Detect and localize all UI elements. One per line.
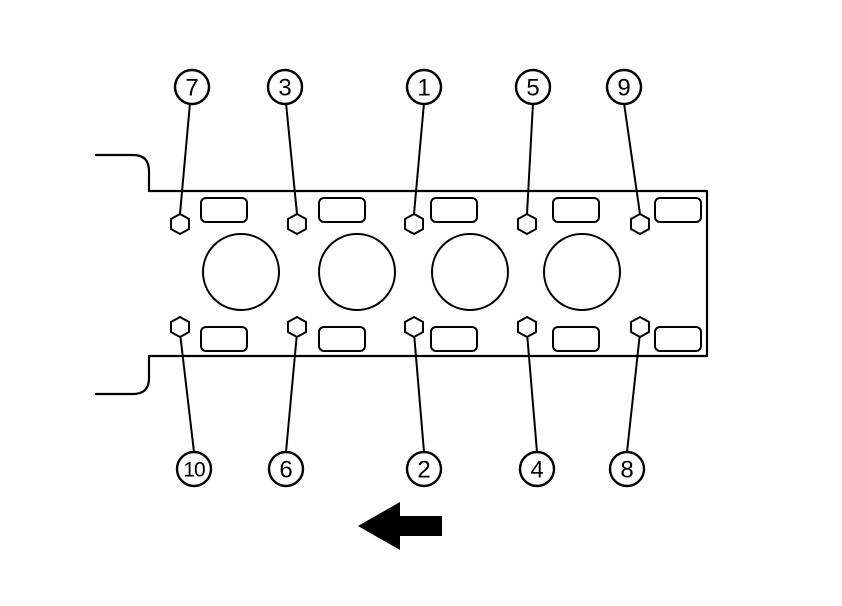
sequence-number: 4 xyxy=(530,457,543,484)
sequence-number: 9 xyxy=(617,75,630,102)
bolt-head xyxy=(517,212,537,236)
sequence-badge-2: 2 xyxy=(405,450,443,488)
sequence-badge-3: 3 xyxy=(266,68,304,106)
bolt-head xyxy=(517,315,537,339)
bolt-head xyxy=(170,212,190,236)
bolt-head xyxy=(404,315,424,339)
sequence-number: 1 xyxy=(417,75,430,102)
sequence-number: 2 xyxy=(417,457,430,484)
sequence-badge-4: 4 xyxy=(518,450,556,488)
upper-ports xyxy=(200,197,702,223)
bolt-head xyxy=(630,315,650,339)
sequence-number: 6 xyxy=(279,457,292,484)
cylinder-bore xyxy=(318,233,396,311)
sequence-badge-7: 7 xyxy=(173,68,211,106)
cylinder-bore xyxy=(431,233,509,311)
sequence-number: 7 xyxy=(185,75,198,102)
sequence-badge-5: 5 xyxy=(514,68,552,106)
sequence-number: 10 xyxy=(183,459,205,482)
lower-ports xyxy=(200,326,702,352)
bolt-heads xyxy=(170,212,650,339)
sequence-badge-8: 8 xyxy=(608,450,646,488)
left-arrow-icon xyxy=(358,502,442,550)
cylinder-bore xyxy=(202,233,280,311)
sequence-number: 5 xyxy=(526,75,539,102)
bolt-head xyxy=(630,212,650,236)
sequence-number: 3 xyxy=(278,75,291,102)
sequence-badge-6: 6 xyxy=(267,450,305,488)
sequence-badge-10: 10 xyxy=(175,450,213,488)
sequence-number: 8 xyxy=(620,457,633,484)
leader-lines xyxy=(179,102,641,453)
bolt-head xyxy=(287,315,307,339)
bolt-head xyxy=(170,315,190,339)
sequence-badge-9: 9 xyxy=(605,68,643,106)
cylinder-bores xyxy=(202,233,621,311)
bolt-head xyxy=(287,212,307,236)
cylinder-head-outline xyxy=(94,153,709,396)
bolt-head xyxy=(404,212,424,236)
cylinder-bore xyxy=(543,233,621,311)
sequence-badge-1: 1 xyxy=(405,68,443,106)
